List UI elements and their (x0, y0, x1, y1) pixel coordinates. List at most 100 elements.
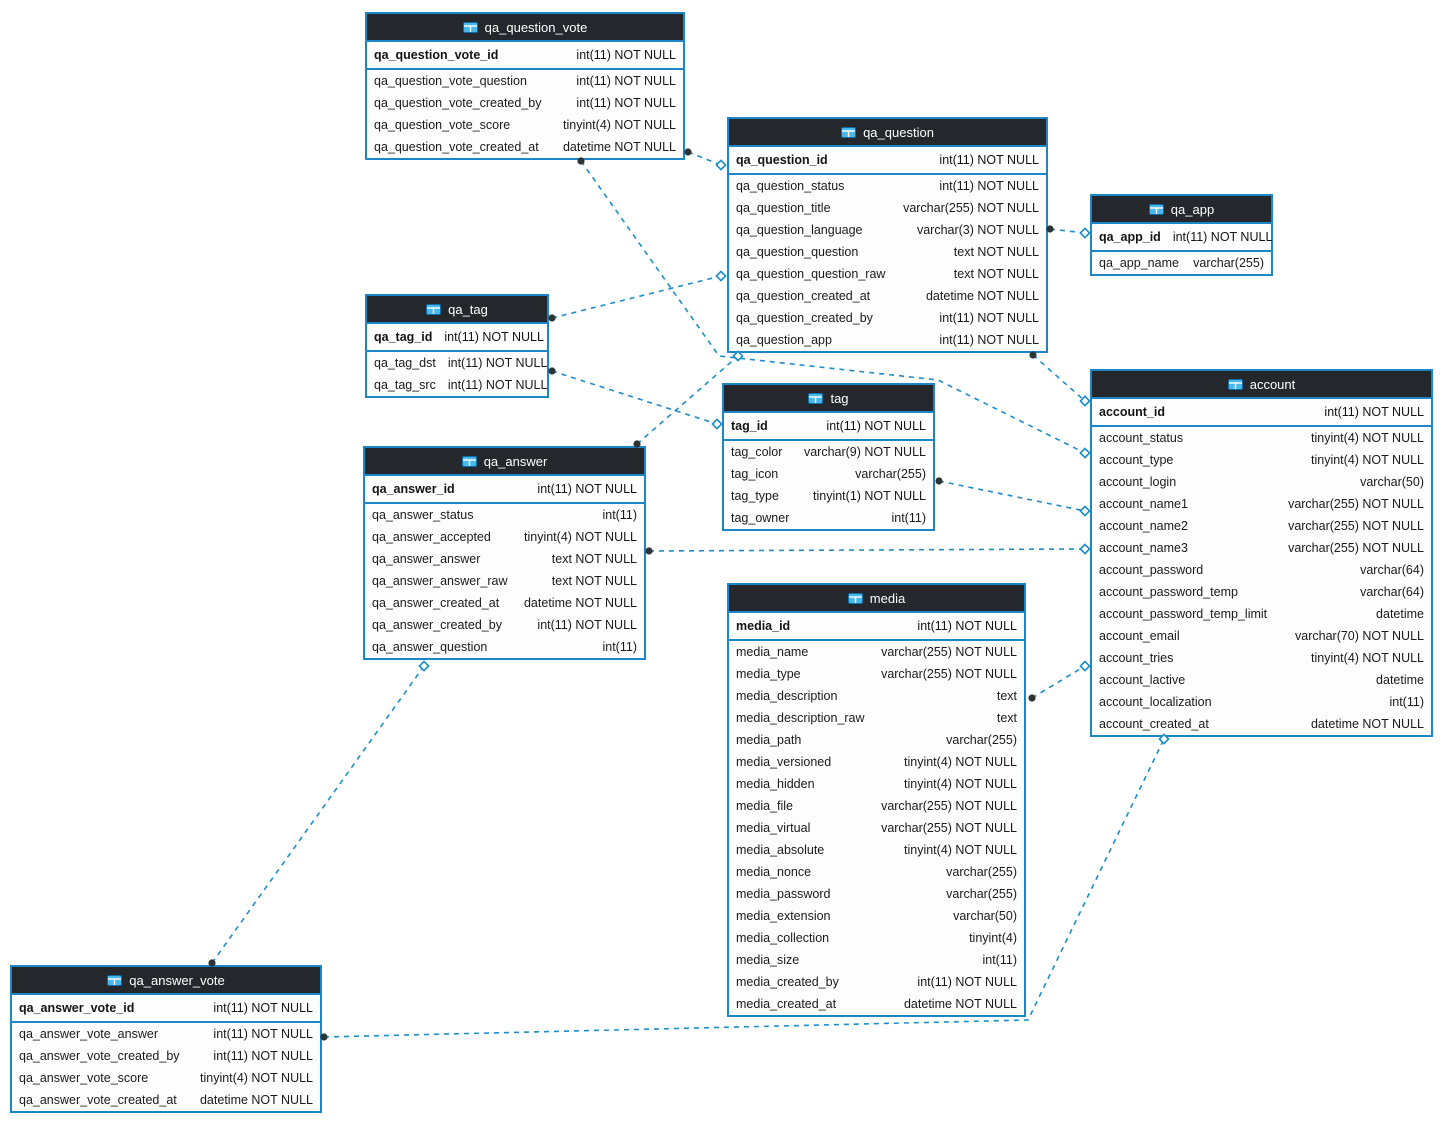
table-header[interactable]: qa_question_vote (367, 14, 683, 42)
field-name: media_collection (736, 931, 830, 945)
field-name: qa_tag_dst (374, 356, 436, 370)
field-type: varchar(50) (953, 909, 1017, 923)
field-type: int(11) (602, 640, 637, 654)
field-name: qa_question_language (736, 223, 863, 237)
field-name: qa_question_vote_created_at (374, 140, 539, 154)
relationship-qa_answer_vote-qa_answer (211, 665, 425, 964)
table-icon (1148, 203, 1164, 215)
field-name: qa_app_name (1099, 256, 1179, 270)
field-type: tinyint(4) NOT NULL (1311, 651, 1424, 665)
field-name: account_name1 (1099, 497, 1188, 511)
field-type: datetime NOT NULL (903, 997, 1017, 1011)
field-type: int(11) NOT NULL (537, 482, 637, 496)
field-name: media_type (736, 667, 801, 681)
field-type: int(11) NOT NULL (537, 618, 637, 632)
field-type: text (996, 711, 1017, 725)
field-type: varchar(255) NOT NULL (903, 201, 1039, 215)
table-qa_question[interactable]: qa_question qa_question_id int(11) NOT NUL… (727, 117, 1048, 353)
table-header[interactable]: qa_app (1092, 196, 1271, 224)
field-type: int(11) NOT NULL (576, 48, 676, 62)
primary-key-row: media_id int(11) NOT NULL (729, 613, 1024, 641)
field-name: qa_answer_accepted (372, 530, 491, 544)
field-type: int(11) NOT NULL (213, 1049, 313, 1063)
table-icon (841, 126, 857, 138)
field-type: datetime NOT NULL (1310, 717, 1424, 731)
field-type: varchar(9) NOT NULL (803, 445, 926, 459)
field-name: qa_answer_answer_raw (372, 574, 508, 588)
table-row: tag_color varchar(9) NOT NULL (724, 441, 933, 463)
field-type: tinyint(4) NOT NULL (1311, 431, 1424, 445)
field-type: int(11) NOT NULL (917, 619, 1017, 633)
endpoint-dot (1028, 694, 1036, 702)
table-header[interactable]: qa_answer_vote (12, 967, 320, 995)
table-title: qa_tag (448, 301, 488, 317)
field-type: tinyint(4) (969, 931, 1017, 945)
field-name: tag_type (731, 489, 779, 503)
field-type: datetime NOT NULL (199, 1093, 313, 1107)
table-header[interactable]: qa_answer (365, 448, 644, 476)
table-title: qa_app (1170, 201, 1215, 217)
field-name: qa_answer_vote_answer (19, 1027, 158, 1041)
table-title: tag (830, 390, 849, 406)
field-type: text (996, 689, 1017, 703)
field-name: account_password_temp_limit (1099, 607, 1268, 621)
field-name: media_id (736, 619, 791, 633)
field-name: tag_color (731, 445, 783, 459)
field-type: varchar(255) (946, 887, 1017, 901)
field-type: varchar(64) (1360, 585, 1424, 599)
field-name: qa_question_app (736, 333, 832, 347)
endpoint-dot (935, 477, 943, 485)
field-name: media_password (736, 887, 831, 901)
field-name: account_created_at (1099, 717, 1209, 731)
table-title: qa_answer (483, 453, 548, 469)
table-header[interactable]: tag (724, 385, 933, 413)
field-name: account_password (1099, 563, 1204, 577)
table-icon (426, 303, 442, 315)
field-name: qa_tag_src (374, 378, 436, 392)
field-type: int(11) NOT NULL (939, 153, 1039, 167)
field-type: int(11) NOT NULL (447, 356, 548, 370)
table-header[interactable]: qa_tag (367, 296, 547, 324)
table-title: qa_question (863, 124, 934, 140)
field-type: varchar(255) (946, 865, 1017, 879)
field-name: qa_question_status (736, 179, 845, 193)
field-name: media_size (736, 953, 800, 967)
table-header[interactable]: account (1092, 371, 1431, 399)
table-header[interactable]: qa_question (729, 119, 1046, 147)
field-type: int(11) NOT NULL (1324, 405, 1424, 419)
field-name: qa_question_id (736, 153, 828, 167)
field-name: tag_owner (731, 511, 790, 525)
field-type: text NOT NULL (953, 267, 1039, 281)
field-type: varchar(255) NOT NULL (1288, 519, 1424, 533)
table-title: qa_answer_vote (129, 972, 225, 988)
field-name: media_nonce (736, 865, 812, 879)
endpoint-dot (684, 148, 692, 156)
table-header[interactable]: media (729, 585, 1024, 613)
field-name: media_name (736, 645, 809, 659)
field-name: qa_question_created_by (736, 311, 873, 325)
field-type: varchar(255) NOT NULL (881, 799, 1017, 813)
